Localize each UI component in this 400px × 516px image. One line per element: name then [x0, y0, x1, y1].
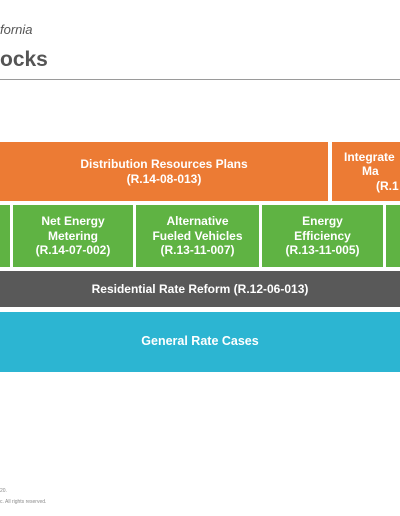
block-net-energy-metering-line1: Net Energy — [41, 214, 105, 229]
block-distribution-resources-plans-name: Distribution Resources Plans — [80, 156, 248, 171]
block-distribution-resources-plans: Distribution Resources Plans (R.14-08-01… — [0, 142, 328, 201]
block-alternative-fueled-vehicles-line2: Fueled Vehicles — [152, 228, 243, 243]
block-general-rate-cases-label: General Rate Cases — [141, 334, 259, 349]
block-integrated-resources-line3: (R.1 — [376, 178, 399, 193]
block-residential-rate-reform: Residential Rate Reform (R.12-06-013) — [0, 271, 400, 307]
footer-note-copyright: c. All rights reserved. — [0, 499, 47, 505]
footer-note-year: 20. — [0, 488, 7, 494]
title-divider — [0, 79, 400, 80]
block-energy-efficiency-code: (R.13-11-005) — [285, 243, 360, 258]
slide-title: ocks — [0, 48, 48, 71]
slide-subtitle: fornia — [0, 22, 33, 37]
block-alternative-fueled-vehicles-line1: Alternative — [166, 214, 229, 229]
block-integrated-resources-line1: Integrate — [344, 149, 395, 164]
block-residential-rate-reform-label: Residential Rate Reform (R.12-06-013) — [91, 281, 309, 296]
block-energy-efficiency-line1: Energy — [302, 214, 343, 229]
block-general-rate-cases: General Rate Cases — [0, 312, 400, 372]
block-alternative-fueled-vehicles: Alternative Fueled Vehicles (R.13-11-007… — [136, 205, 259, 267]
block-integrated-resources-line2: Ma — [362, 164, 379, 179]
block-distribution-resources-plans-code: (R.14-08-013) — [126, 171, 202, 186]
block-energy-efficiency: Energy Efficiency (R.13-11-005) — [262, 205, 383, 267]
block-green-partial-right — [386, 205, 400, 267]
block-net-energy-metering: Net Energy Metering (R.14-07-002) — [13, 205, 133, 267]
block-green-partial-left — [0, 205, 10, 267]
block-integrated-resources: Integrate Ma (R.1 — [332, 142, 400, 201]
block-energy-efficiency-line2: Efficiency — [294, 228, 351, 243]
block-alternative-fueled-vehicles-code: (R.13-11-007) — [160, 243, 235, 258]
block-net-energy-metering-line2: Metering — [47, 228, 98, 243]
block-net-energy-metering-code: (R.14-07-002) — [35, 243, 111, 258]
